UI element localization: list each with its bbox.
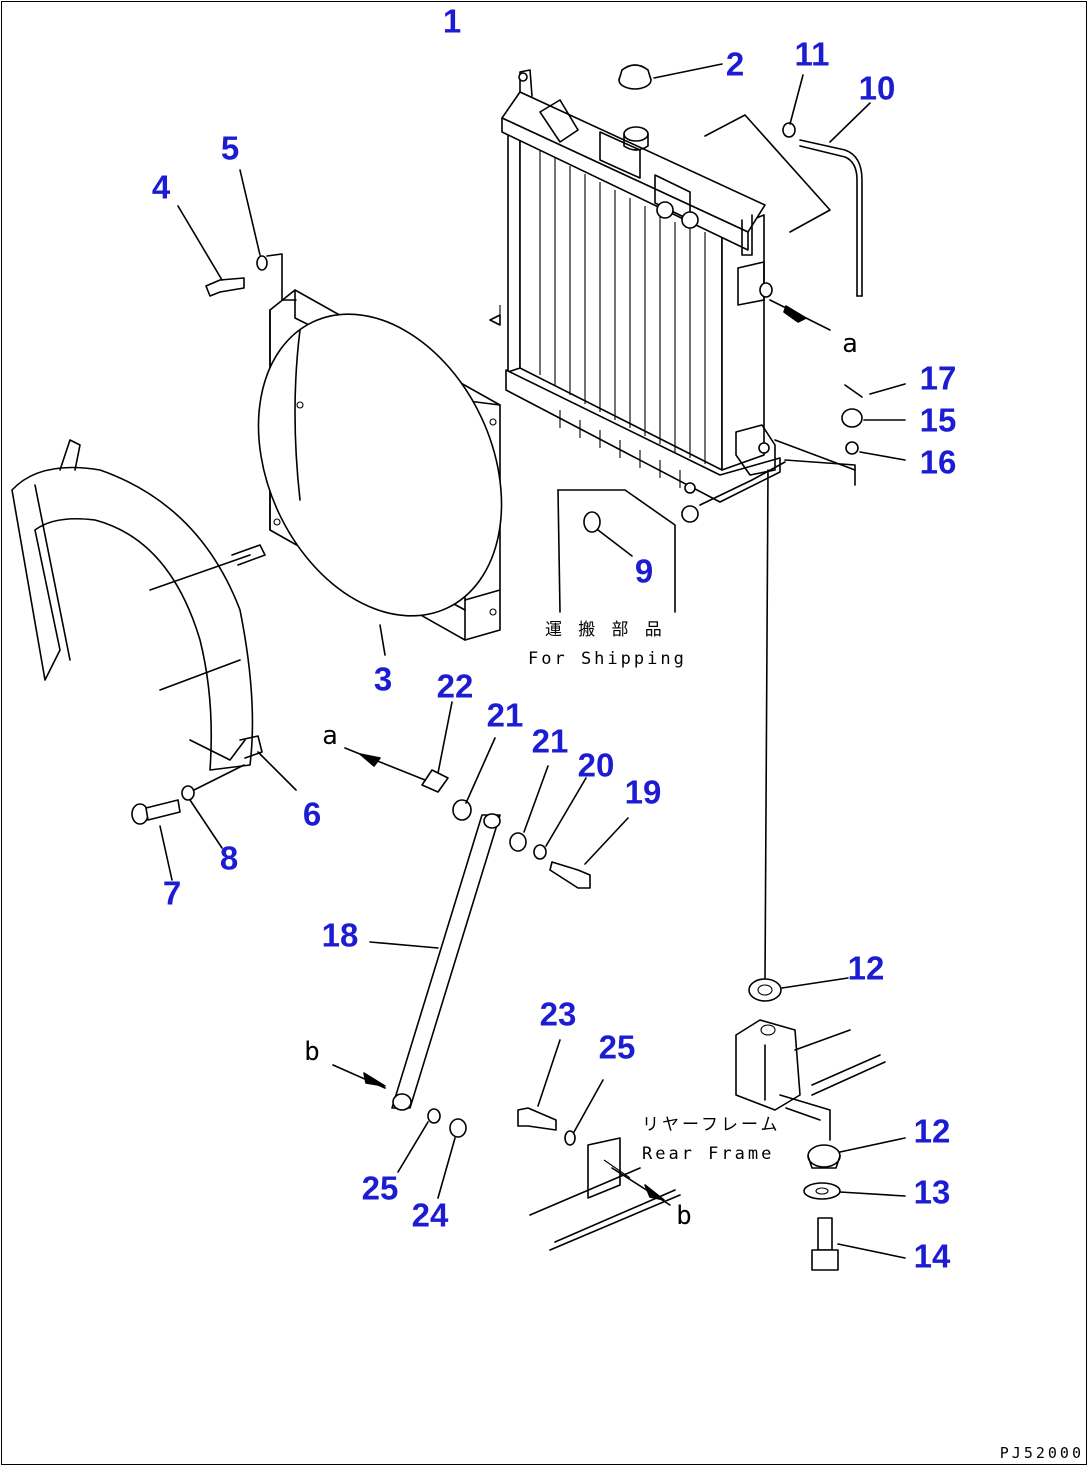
callout-4: 4	[151, 168, 171, 206]
washer-8	[181, 764, 245, 849]
callout-22: 22	[436, 667, 474, 705]
b-hardware	[397, 1039, 681, 1251]
callout-23: 23	[539, 995, 577, 1033]
rear-mount	[735, 469, 906, 1271]
callout-6: 6	[302, 795, 322, 833]
bolt-7	[131, 799, 181, 881]
callout-9: 9	[634, 552, 654, 590]
fan-shroud	[257, 289, 503, 656]
plug-9	[557, 489, 676, 613]
shipping-note-jp: 運 搬 部 品	[545, 620, 665, 640]
callout-14: 14	[913, 1237, 951, 1275]
reference-arrows	[332, 299, 831, 1206]
callout-12-upper: 12	[847, 949, 885, 987]
callout-7: 7	[162, 874, 182, 912]
washer-5	[239, 169, 297, 301]
callout-24: 24	[411, 1196, 449, 1234]
callout-16: 16	[919, 443, 957, 481]
rear-frame-note-jp: リヤーフレーム	[642, 1115, 781, 1135]
callout-18: 18	[321, 916, 359, 954]
callout-11: 11	[794, 35, 830, 73]
shipping-note-en: For Shipping	[528, 649, 687, 669]
callout-10: 10	[858, 69, 896, 107]
stay-hardware	[421, 701, 629, 889]
callout-13: 13	[913, 1173, 951, 1211]
drawing-code: PJ52000	[999, 1444, 1084, 1462]
callout-12-lower: 12	[913, 1112, 951, 1150]
callout-20: 20	[577, 746, 615, 784]
callout-15: 15	[919, 401, 957, 439]
callout-8: 8	[219, 839, 239, 877]
small-parts-right	[774, 383, 906, 486]
ref-b-left: b	[304, 1037, 320, 1067]
callout-3: 3	[373, 660, 393, 698]
overflow-hose	[704, 74, 871, 297]
callout-21-right: 21	[531, 722, 569, 760]
callout-17: 17	[919, 359, 957, 397]
callout-5: 5	[220, 129, 240, 167]
stay-rod	[369, 813, 501, 1111]
bolt-4	[177, 205, 245, 297]
callout-25-left: 25	[361, 1169, 399, 1207]
callout-25-right: 25	[598, 1028, 636, 1066]
ref-b-right: b	[676, 1201, 692, 1231]
ref-a-right: a	[842, 329, 858, 359]
fan-guard	[11, 439, 297, 791]
ref-a-left: a	[322, 721, 338, 751]
callout-19: 19	[624, 773, 662, 811]
callout-1: 1	[442, 2, 462, 40]
rear-frame-note-en: Rear Frame	[642, 1144, 775, 1164]
callout-21-left: 21	[486, 696, 524, 734]
radiator-cap	[618, 63, 723, 90]
radiator	[489, 69, 786, 523]
callout-2: 2	[725, 45, 745, 83]
